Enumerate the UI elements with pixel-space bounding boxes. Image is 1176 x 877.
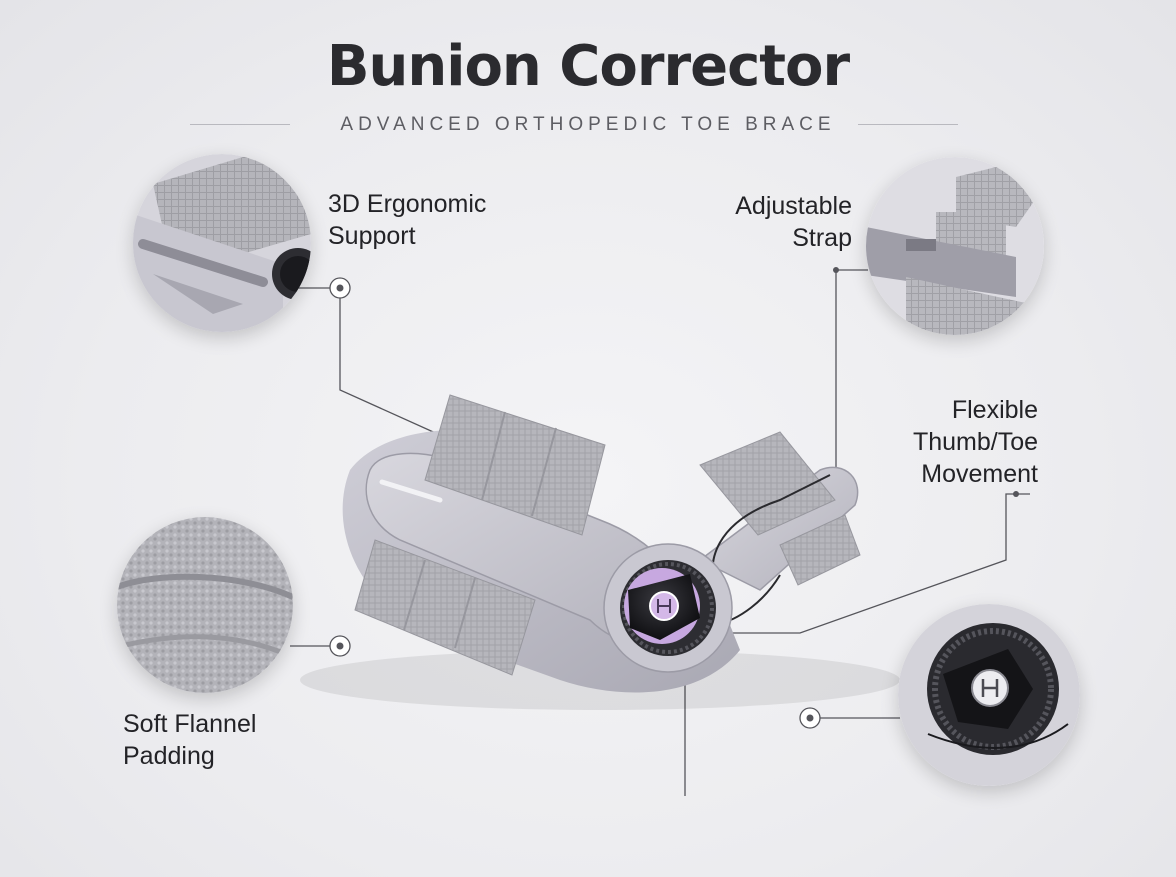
flannel-label-line1: Soft Flannel — [123, 710, 257, 738]
strap-label-line2: Strap — [792, 224, 852, 252]
flexible-label-line2: Thumb/Toe — [912, 428, 1038, 456]
ergonomic-support-detail — [133, 154, 311, 332]
flexible-label: Flexible Thumb/Toe Movement — [860, 394, 1038, 490]
subtitle-rule-left — [190, 124, 290, 125]
subtitle-row: ADVANCED ORTHOPEDIC TOE BRACE — [0, 112, 1176, 138]
flannel-label: Soft Flannel Padding — [123, 708, 256, 772]
ergonomic-label: 3D Ergonomic Support — [328, 188, 486, 252]
ergonomic-label-line1: 3D Ergonomic — [328, 190, 487, 218]
subtitle-rule-right — [858, 124, 958, 125]
strap-label: Adjustable Strap — [690, 190, 852, 254]
flexible-label-line3: Movement — [921, 460, 1038, 488]
rotating-dial-detail — [898, 604, 1080, 786]
page-title: Bunion Corrector — [326, 34, 850, 99]
strap-label-line1: Adjustable — [735, 192, 852, 220]
flexible-label-line1: Flexible — [951, 396, 1038, 424]
flannel-padding-detail — [117, 517, 293, 693]
page-subtitle: ADVANCED ORTHOPEDIC TOE BRACE — [340, 114, 836, 135]
flannel-label-line2: Padding — [123, 742, 215, 770]
adjustable-strap-detail — [866, 157, 1044, 335]
ergonomic-label-line2: Support — [328, 222, 416, 250]
